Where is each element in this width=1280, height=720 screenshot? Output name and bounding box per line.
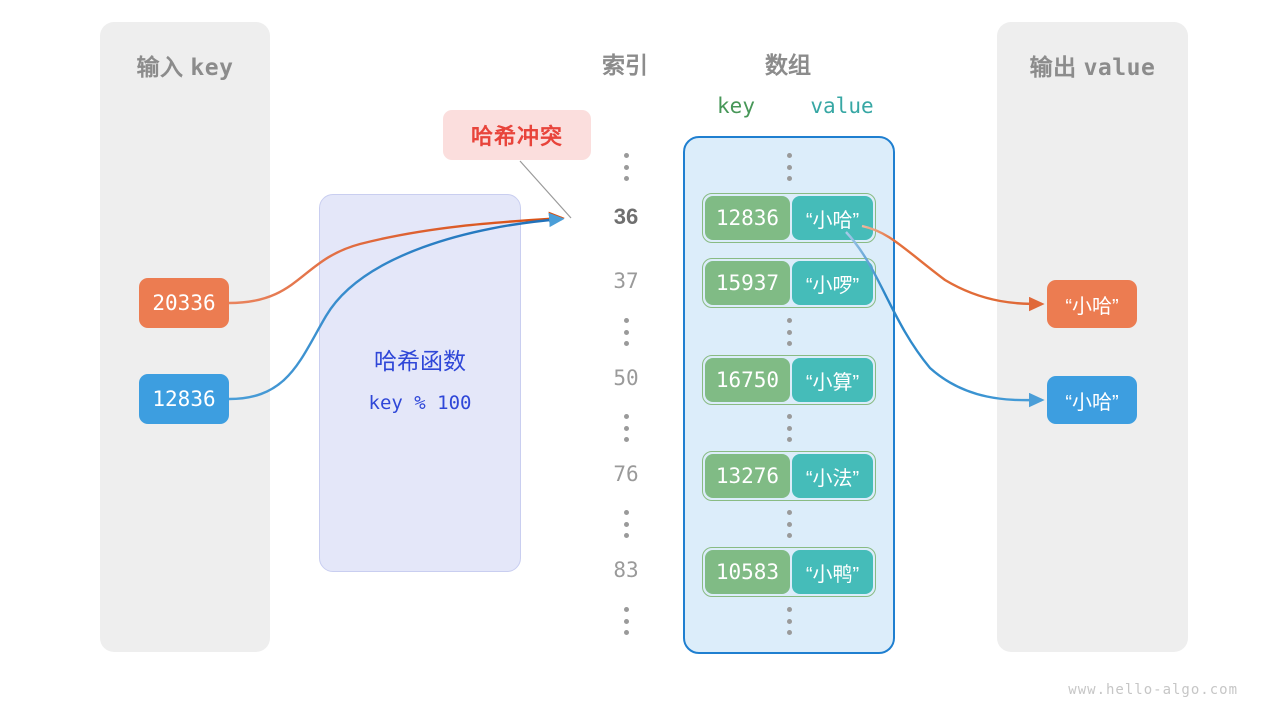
hash-function-formula: key % 100	[368, 392, 472, 414]
bucket-key-76: 13276	[705, 454, 790, 498]
bucket-row-83: 10583“小鸭”	[702, 547, 876, 597]
bucket-value-76: “小法”	[791, 454, 873, 498]
index-label-36: 36	[613, 204, 639, 229]
bucket-key-36: 12836	[705, 196, 790, 240]
hash-function-box: 哈希函数 key % 100	[319, 194, 521, 572]
value-subheader-label: value	[810, 94, 874, 118]
output-panel-title: 输出 value	[997, 48, 1188, 82]
bucket-value-50: “小算”	[791, 358, 873, 402]
output-value-chip-blue: “小哈”	[1047, 376, 1137, 424]
hash-collision-badge: 哈希冲突	[443, 110, 591, 160]
bucket-key-83: 10583	[705, 550, 790, 594]
hash-function-title: 哈希函数	[374, 348, 466, 374]
key-value-subheader: key value	[683, 94, 895, 118]
index-label-83: 83	[613, 558, 639, 582]
bucket-row-50: 16750“小算”	[702, 355, 876, 405]
key-subheader-label: key	[717, 94, 755, 118]
output-value-chip-orange: “小哈”	[1047, 280, 1137, 328]
bucket-ellipsis	[782, 414, 796, 442]
output-value-panel: 输出 value	[997, 22, 1188, 652]
output-panel-title-mono: value	[1083, 55, 1156, 81]
index-ellipsis	[619, 414, 633, 442]
bucket-row-37: 15937“小啰”	[702, 258, 876, 308]
bucket-ellipsis	[782, 153, 796, 181]
bucket-key-37: 15937	[705, 261, 790, 305]
index-ellipsis	[619, 607, 633, 635]
bucket-ellipsis	[782, 510, 796, 538]
watermark: www.hello-algo.com	[1068, 682, 1238, 698]
input-panel-title-mono: key	[190, 55, 234, 81]
bucket-row-76: 13276“小法”	[702, 451, 876, 501]
bucket-value-83: “小鸭”	[791, 550, 873, 594]
index-column-header: 索引	[602, 52, 648, 78]
wire-collision-badge-leader	[519, 160, 572, 219]
index-ellipsis	[619, 153, 633, 181]
bucket-key-50: 16750	[705, 358, 790, 402]
bucket-row-36: 12836“小哈”	[702, 193, 876, 243]
array-column-header: 数组	[765, 52, 811, 78]
input-key-chip-12836: 12836	[139, 374, 229, 424]
index-ellipsis	[619, 510, 633, 538]
index-label-76: 76	[613, 462, 639, 486]
output-panel-title-cjk: 输出	[1029, 54, 1077, 80]
input-key-panel: 输入 key	[100, 22, 270, 652]
index-label-50: 50	[613, 366, 639, 390]
bucket-ellipsis	[782, 318, 796, 346]
input-panel-title-cjk: 输入	[136, 54, 184, 80]
bucket-value-36: “小哈”	[791, 196, 873, 240]
bucket-value-37: “小啰”	[791, 261, 873, 305]
input-panel-title: 输入 key	[100, 48, 270, 82]
index-ellipsis	[619, 318, 633, 346]
input-key-chip-20336: 20336	[139, 278, 229, 328]
index-label-37: 37	[613, 269, 639, 293]
bucket-ellipsis	[782, 607, 796, 635]
